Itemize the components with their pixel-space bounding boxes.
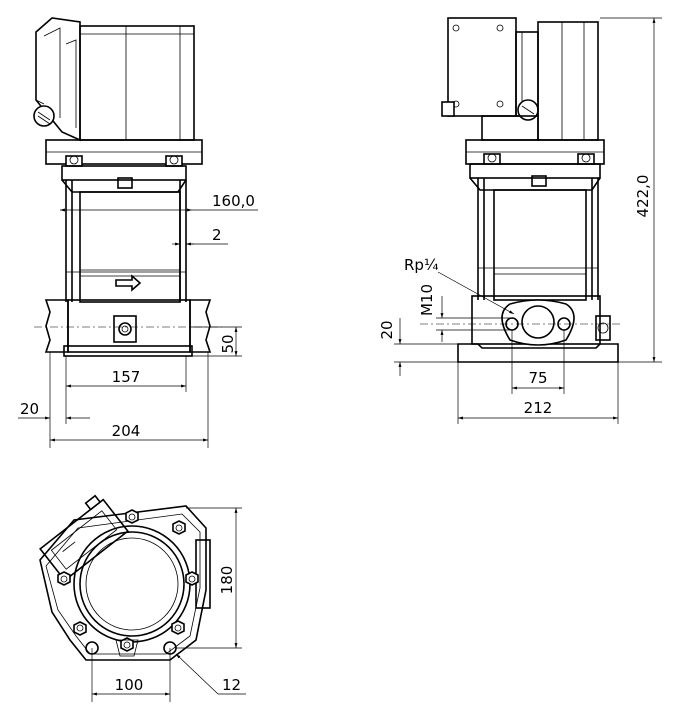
- side-motor-adapter: [465, 139, 605, 191]
- top-terminal-box: [39, 494, 129, 582]
- dim-12-label: 12: [222, 676, 241, 694]
- dim-2-label: 2: [212, 226, 222, 244]
- side-base: [457, 343, 619, 363]
- dim-2: 2: [172, 226, 228, 246]
- dim-212: 212: [457, 362, 619, 424]
- dim-20-left: 20: [18, 352, 90, 448]
- front-pump-housing: [34, 299, 222, 353]
- label-m10: M10: [418, 284, 512, 342]
- dim-157-label: 157: [112, 368, 141, 386]
- dim-160-label: 160,0: [212, 192, 255, 210]
- front-base: [63, 345, 193, 357]
- dim-160: 160,0: [60, 192, 258, 216]
- side-view: Rp¼ M10 20 422,0 7: [378, 17, 662, 424]
- dim-157: 157: [65, 356, 187, 392]
- top-view: 180 100 12: [39, 494, 246, 702]
- front-cable-gland: [33, 105, 55, 127]
- dim-422-label: 422,0: [634, 175, 652, 218]
- front-pump-chamber: [66, 191, 186, 303]
- dim-12: 12: [175, 653, 246, 695]
- front-view: 160,0 2 50 157 20: [18, 17, 258, 448]
- dim-100-label: 100: [115, 676, 144, 694]
- dim-204-label: 204: [112, 422, 141, 440]
- top-bolts: [57, 509, 199, 652]
- dim-180-label: 180: [218, 566, 236, 595]
- side-tie-rods: [477, 178, 599, 300]
- dim-20-side: 20: [378, 318, 458, 376]
- front-motor-adapter: [45, 139, 203, 193]
- dim-20-left-label: 20: [20, 400, 39, 418]
- label-rp: Rp¼: [404, 256, 515, 315]
- label-rp-text: Rp¼: [404, 256, 439, 274]
- side-pump-housing: [420, 295, 620, 346]
- dim-180: 180: [176, 507, 242, 649]
- dim-212-label: 212: [524, 399, 553, 417]
- dim-422: 422,0: [600, 17, 662, 363]
- dim-75-label: 75: [528, 369, 547, 387]
- dim-204: 204: [50, 352, 209, 448]
- front-tie-rods: [65, 180, 187, 302]
- dim-100: 100: [91, 648, 171, 702]
- dim-75: 75: [511, 330, 565, 394]
- dim-20-side-label: 20: [378, 320, 396, 339]
- front-motor: [79, 25, 195, 141]
- dim-50: 50: [190, 326, 242, 357]
- side-pump-chamber: [478, 189, 598, 301]
- flow-direction-icon: [115, 274, 142, 292]
- dim-50-label: 50: [219, 334, 237, 353]
- side-cable-glands: [441, 99, 539, 121]
- side-motor: [481, 21, 599, 141]
- label-m10-text: M10: [418, 284, 436, 316]
